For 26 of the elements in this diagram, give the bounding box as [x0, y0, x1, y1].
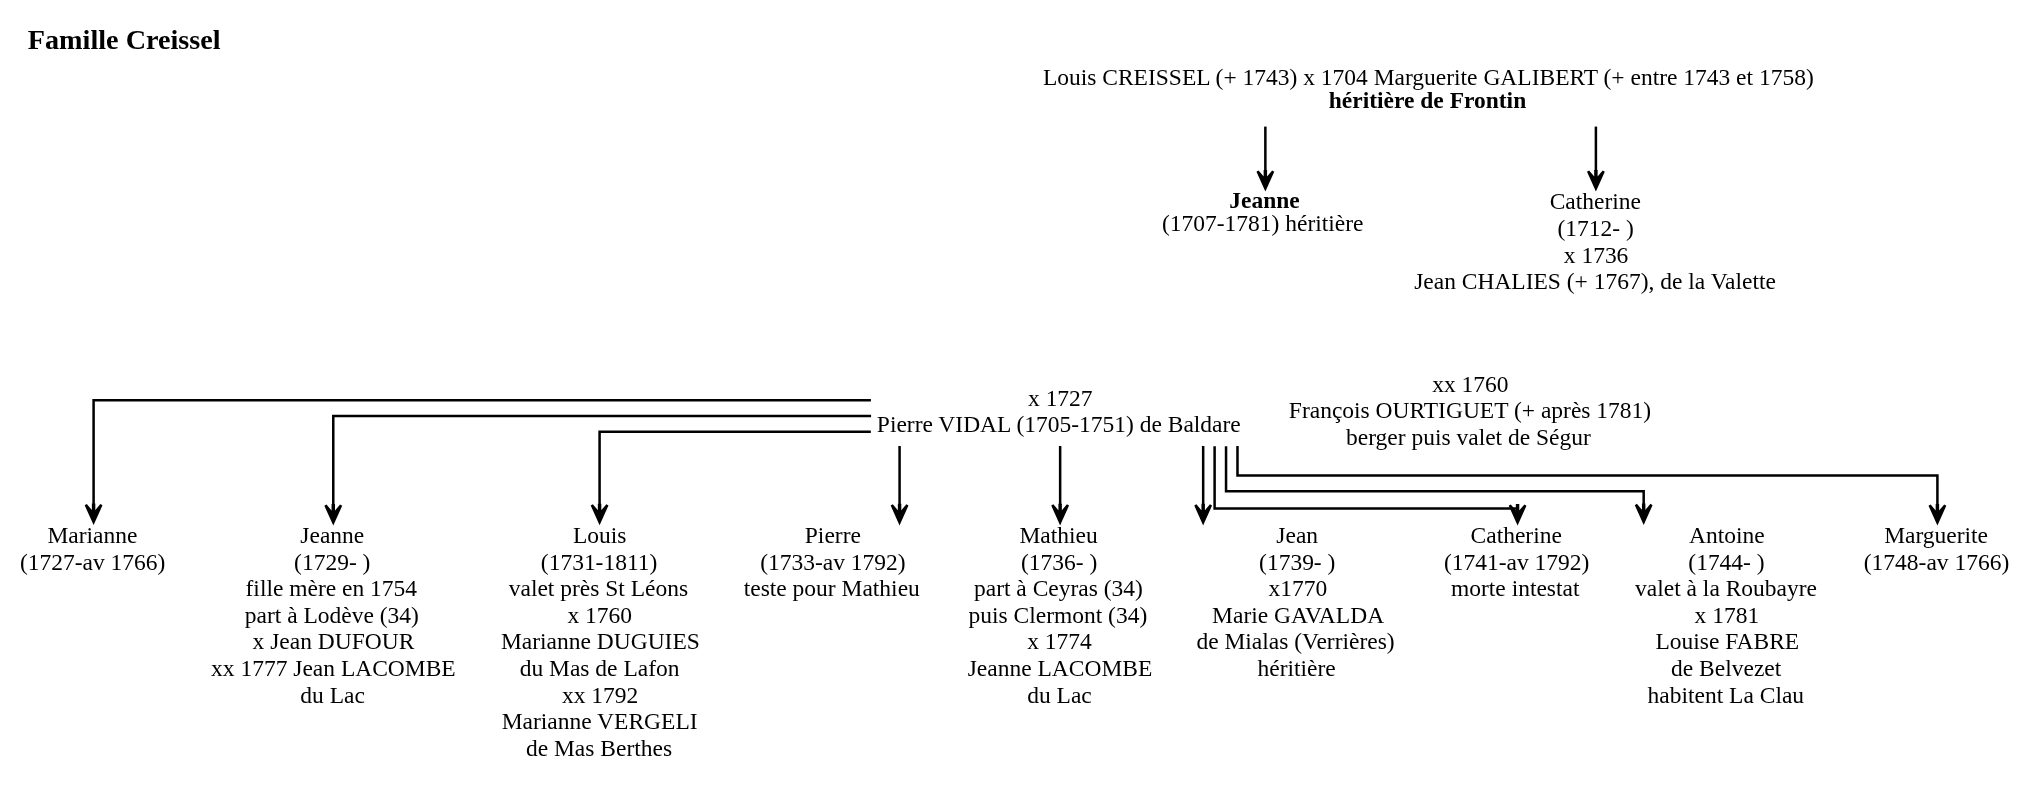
arrow [1213, 445, 1527, 524]
arrow [890, 445, 909, 524]
diagram-title: Famille Creissel [27, 23, 221, 55]
arrow [1224, 445, 1653, 523]
arrow [1051, 445, 1070, 524]
node-text: Louis (1731-1811) valet près St Léons x 1760 Marianne DUGUIES du Mas de Lafon xx 1792 Marianne VERGELI de Mas Berthes [500, 521, 700, 761]
node-text: Catherine (1712- ) x 1736 Jean CHALIES (+ 1767), de la Valette [1414, 187, 1776, 294]
arrow [1256, 126, 1275, 190]
node-text: Louis CREISSEL (+ 1743) x 1704 Marguerite GALIBERT (+ entre 1743 et 1758) héritière de Frontin [1042, 63, 1814, 113]
node-text: Jeanne (1707-1781) héritière [1161, 186, 1364, 236]
node-text: Marguerite (1748-av 1766) [1863, 521, 2010, 575]
node-text: Catherine (1741-av 1792) morte intestat [1443, 521, 1590, 601]
node-text: Jean (1739- ) x1770 Marie GAVALDA de Mialas (Verrières) héritière [1196, 521, 1395, 681]
node-text: Antoine (1744- ) valet à la Roubayre x 1781 Louise FABRE de Belvezet habitent La Clau [1635, 521, 1817, 708]
node-text: x 1727 Pierre VIDAL (1705-1751) de Baldare [876, 384, 1241, 437]
arrow [84, 398, 871, 523]
node-text: Mathieu (1736- ) part à Ceyras (34) puis Clermont (34) x 1774 Jeanne LACOMBE du Lac [967, 521, 1153, 708]
arrow [1586, 126, 1605, 190]
node-text: Marianne (1727-av 1766) [19, 521, 166, 575]
arrow [324, 414, 872, 524]
node-text: Jeanne (1729- ) fille mère en 1754 part à Lodève (34) x Jean DUFOUR xx 1777 Jean LACOMBE du Lac [211, 521, 456, 708]
arrow [1236, 445, 1947, 524]
node-text: xx 1760 François OURTIGUET (+ après 1781) berger puis valet de Ségur [1288, 370, 1652, 450]
arrow [1194, 445, 1213, 524]
node-text: Pierre (1733-av 1792) teste pour Mathieu [743, 521, 920, 601]
arrow [590, 429, 871, 523]
